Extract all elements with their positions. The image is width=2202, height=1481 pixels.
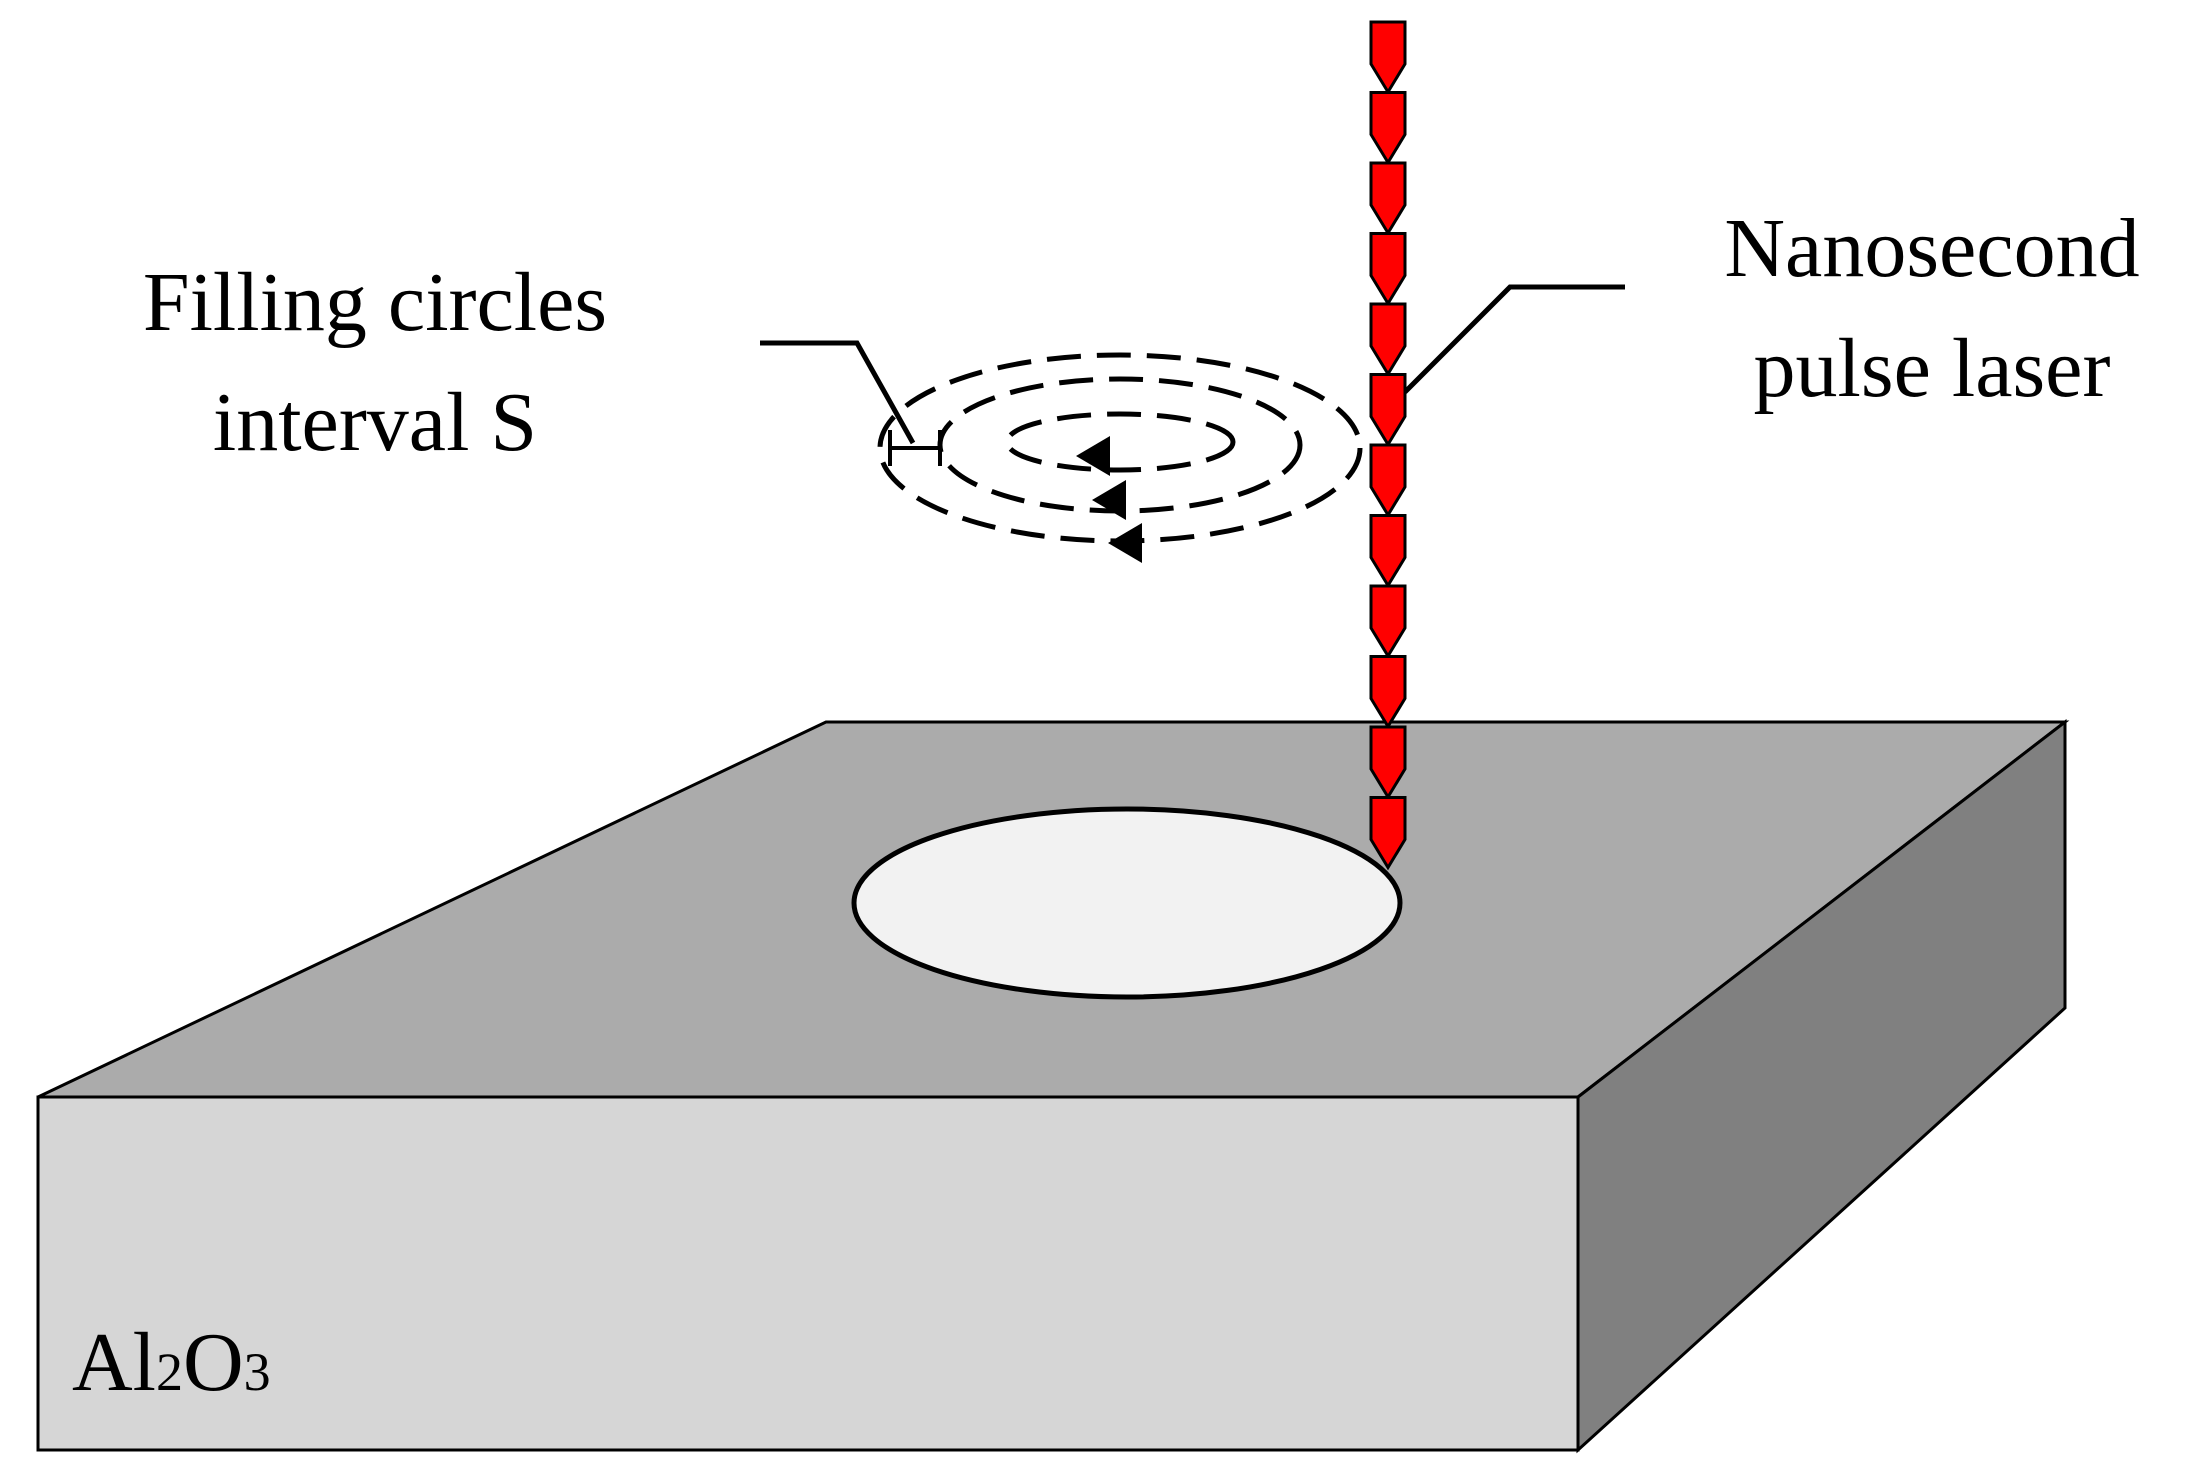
material-label: Al2O3 <box>72 1316 271 1409</box>
laser-pulse <box>1369 443 1407 518</box>
material-label-o: O <box>183 1316 244 1409</box>
laser-pulse <box>1369 725 1407 800</box>
laser-pulse <box>1369 514 1407 589</box>
laser-pulse <box>1369 796 1407 871</box>
scan-direction-arrows <box>1076 436 1142 563</box>
laser-pulse <box>1369 373 1407 448</box>
laser-pulse <box>1369 302 1407 377</box>
laser-pulse <box>1369 161 1407 236</box>
filling-circles-leader-line <box>760 340 916 445</box>
block-front-face <box>36 1095 1580 1452</box>
laser-pulse <box>1369 655 1407 730</box>
interval-s-marker <box>888 430 942 466</box>
material-label-sub2: 2 <box>156 1342 183 1402</box>
laser-label-line1: Nanosecond <box>1724 202 2139 295</box>
laser-pulse <box>1369 20 1407 95</box>
laser-leader-line <box>1403 284 1625 394</box>
scan-circle-inner <box>1004 411 1236 473</box>
filling-circles-label-line2: interval S <box>213 376 537 469</box>
laser-pulse <box>1369 91 1407 166</box>
scan-arrow-middle <box>1092 480 1126 520</box>
material-label-sub3: 3 <box>244 1342 271 1402</box>
scan-arrow-outer <box>1108 523 1142 563</box>
drilled-hole <box>851 806 1403 1000</box>
laser-pulse <box>1369 232 1407 307</box>
laser-pulse <box>1369 584 1407 659</box>
material-label-al: Al <box>72 1316 156 1409</box>
filling-circles-label-line1: Filling circles <box>143 256 607 349</box>
laser-pulse-train <box>1369 20 1407 871</box>
scan-arrow-inner <box>1076 436 1110 476</box>
laser-label-line2: pulse laser <box>1754 322 2111 415</box>
